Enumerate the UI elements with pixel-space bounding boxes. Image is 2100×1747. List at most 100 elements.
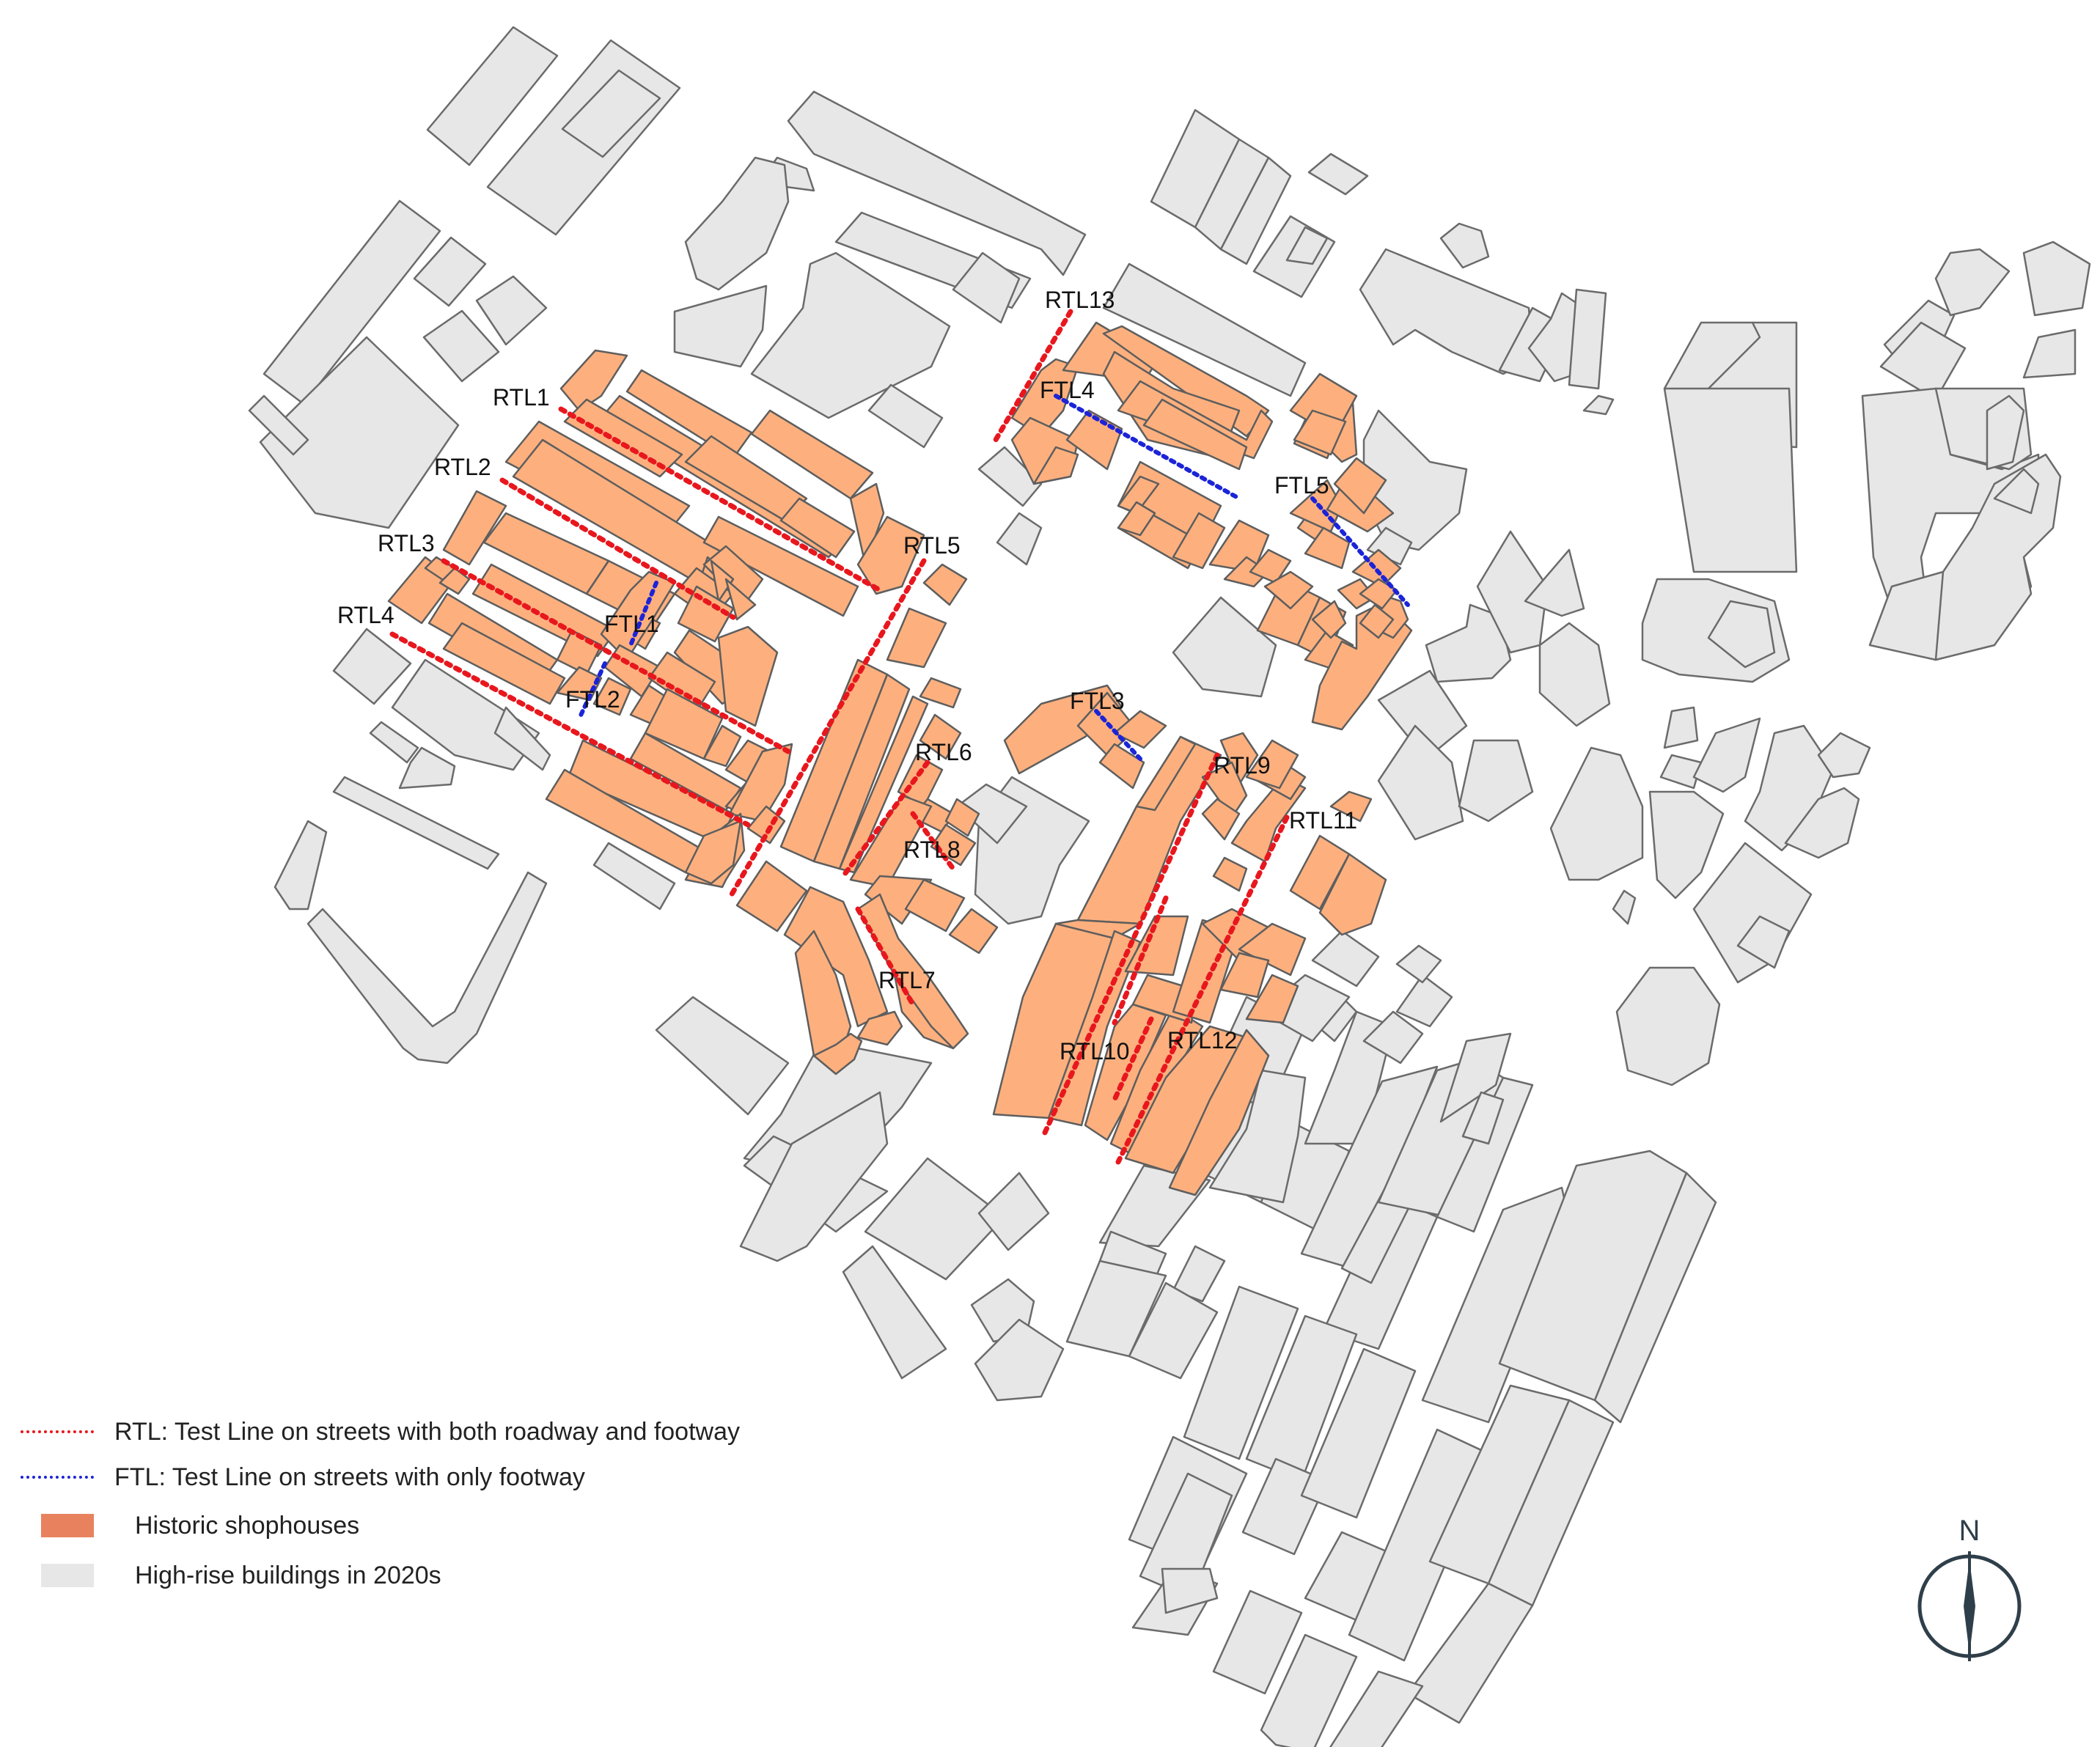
high-rise-building [1359,248,1534,375]
high-rise-building [1285,226,1329,265]
high-rise-building [750,251,951,419]
rtl-test-lines [389,309,1290,1165]
rtl4-label: RTL4 [337,602,394,628]
street-labels: RTL1 RTL2 RTL3 RTL4 RTL5 RTL6 RTL7 RTL8 … [337,287,1357,1064]
shophouse [567,739,735,845]
high-rise-building [1524,548,1585,617]
high-rise-building [1102,262,1307,397]
shophouse [1304,526,1351,570]
ftl2-line [577,661,607,721]
high-rise-building [1784,787,1860,859]
high-rise-building [426,26,559,166]
rtl10-label: RTL10 [1060,1038,1129,1064]
high-rise-building [1993,468,2040,515]
ftl5-line [1310,496,1410,607]
legend-label-shophouses: Historic shophouses [135,1511,360,1540]
high-rise-building [475,275,548,346]
shophouse [1311,600,1347,639]
legend-item-shophouses: Historic shophouses [21,1509,359,1542]
shophouse [1238,922,1307,977]
high-rise-building [1736,915,1791,969]
shophouse [1263,570,1314,610]
high-rise-building [1498,1150,1688,1402]
high-rise-building [1128,1281,1219,1380]
high-rise-building [1692,842,1813,984]
shophouse [442,490,507,566]
rtl2-line [499,477,736,620]
high-rise-building [1212,1589,1303,1695]
high-rise-building [1659,754,1703,790]
shophouse [812,673,911,870]
ftl3-label: FTL3 [1070,688,1125,714]
rtl11-label: RTL11 [1289,807,1357,834]
rtl9-label: RTL9 [1214,752,1271,779]
high-rise-building [1406,1582,1534,1724]
rtl1-line [558,406,883,593]
grey-fill-icon [41,1564,94,1587]
rtl13-line [991,309,1073,446]
rtl12-label: RTL12 [1167,1027,1237,1053]
high-rise-building [561,69,661,158]
high-rise-building [1300,1347,1417,1519]
shophouse [856,1010,903,1046]
rtl6-label: RTL6 [915,739,972,765]
grey-fill-swatch [41,1562,94,1589]
shophouse [948,908,999,955]
high-rise-buildings [248,26,2091,1747]
shophouse [1329,790,1373,823]
high-rise-building [1219,156,1292,265]
high-rise-building [1934,248,2011,317]
high-rise-building [1879,321,1967,401]
shophouse [812,1032,863,1075]
shophouse [893,974,955,1050]
shophouse [677,585,735,643]
red-dotted-line-swatch [21,1419,94,1445]
legend-item-rtl: RTL: Test Line on streets with both road… [21,1415,740,1449]
shophouse [944,798,980,837]
rtl9-line [1042,752,1220,1136]
high-rise-building [1307,152,1369,196]
shophouse [559,349,628,412]
shophouse [886,607,947,669]
shophouse [1032,446,1079,485]
north-arrow-icon [1917,1551,2022,1661]
shophouse [735,860,808,933]
rtl3-label: RTL3 [378,530,435,556]
high-rise-building [1208,1069,1307,1204]
rtl12-line [1112,1016,1154,1103]
shophouse [710,559,735,603]
high-rise-building [306,871,548,1064]
ftl1-line [628,581,658,647]
high-rise-building [1395,944,1442,984]
shophouse [702,724,742,768]
north-letter: N [1958,1515,1980,1547]
shophouse [702,515,859,617]
high-rise-building [2022,240,2091,317]
high-rise-building [259,336,460,529]
high-rise-building [1439,1032,1512,1123]
shophouse [1351,548,1402,588]
shophouse [1219,952,1270,998]
shophouse [1113,710,1167,749]
rtl4-line [389,631,751,828]
high-rise-building [332,628,412,705]
shophouse [1172,512,1226,570]
rtl8-line [910,811,956,872]
shophouse [1168,1029,1270,1196]
high-rise-building [739,1091,889,1262]
shophouse [1135,735,1197,812]
rtl8-label: RTL8 [903,836,961,863]
rtl11-line [1115,814,1290,1165]
shophouse [442,622,566,705]
shophouse [1318,853,1387,936]
high-rise-building [592,842,676,911]
high-rise-building [1260,1633,1358,1747]
high-rise-building [1986,394,2025,471]
shophouse [1003,684,1123,775]
high-rise-building [1615,966,1721,1086]
shophouse [563,398,683,478]
shophouse [556,666,603,702]
shophouse [724,578,757,621]
high-rise-building [1172,596,1277,698]
